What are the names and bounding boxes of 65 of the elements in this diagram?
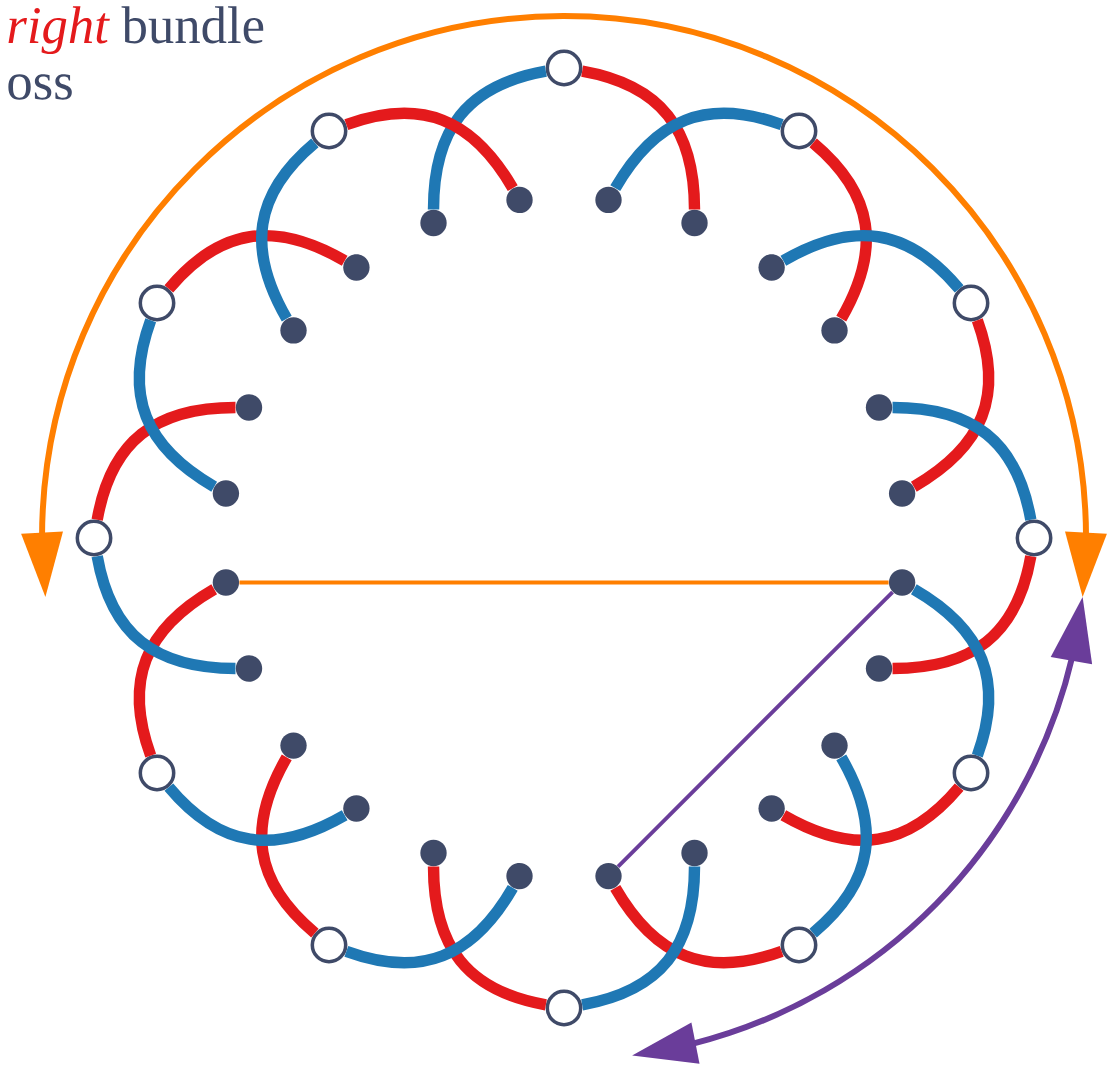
curved-strand <box>892 554 1037 675</box>
filled-dot <box>420 209 447 237</box>
open-circle <box>952 754 990 792</box>
heading-word: right <box>8 6 110 55</box>
curved-strand <box>256 138 319 322</box>
filled-dot <box>681 209 708 237</box>
curved-strand <box>344 884 518 969</box>
filled-dot <box>343 254 370 281</box>
open-circle <box>1015 519 1053 557</box>
filled-dot <box>821 317 848 344</box>
curved-strand <box>780 783 964 846</box>
curved-strand <box>910 318 995 492</box>
filled-dot <box>865 655 893 682</box>
curved-strand <box>809 138 872 322</box>
filled-dot <box>212 480 240 507</box>
filled-dot <box>212 569 240 596</box>
open-circle <box>75 519 113 557</box>
open-circle <box>780 112 818 150</box>
filled-dot <box>235 394 263 421</box>
heading-word: bundle <box>121 6 264 44</box>
curved-strand <box>91 554 236 675</box>
filled-dot <box>280 317 307 344</box>
filled-dot <box>821 732 848 759</box>
connector-line <box>616 590 894 868</box>
filled-dot <box>280 732 307 759</box>
open-circle <box>310 926 348 964</box>
filled-dot <box>865 394 893 421</box>
curved-strand <box>164 230 348 293</box>
open-circle <box>952 284 990 322</box>
open-circle <box>545 49 583 87</box>
filled-dot <box>758 254 785 281</box>
curved-strand <box>610 107 784 192</box>
filled-dot <box>681 839 708 867</box>
curved-strand <box>910 584 995 758</box>
curved-strand <box>133 318 218 492</box>
filled-dot <box>420 839 447 867</box>
filled-dot <box>343 795 370 822</box>
open-circle <box>138 284 176 322</box>
text-fragment: oss <box>8 74 72 100</box>
open-circle <box>545 989 583 1027</box>
curved-strand <box>610 884 784 969</box>
open-circle <box>780 926 818 964</box>
filled-dot <box>595 186 622 214</box>
curved-strand <box>427 65 548 210</box>
curved-strand <box>133 584 218 758</box>
filled-dot <box>758 795 785 822</box>
curved-strand <box>427 866 548 1011</box>
curved-strand <box>580 65 701 210</box>
curved-strand <box>892 401 1037 522</box>
curved-strand <box>344 107 518 192</box>
filled-dot <box>506 186 533 214</box>
curved-strand <box>580 866 701 1011</box>
curved-strand <box>91 401 236 522</box>
filled-dot <box>235 655 263 682</box>
filled-dot <box>888 480 916 507</box>
filled-dot <box>506 862 533 890</box>
curved-strand <box>256 754 319 938</box>
filled-dot <box>595 862 622 890</box>
open-circle <box>138 754 176 792</box>
filled-dot <box>888 569 916 596</box>
curved-strand <box>164 783 348 846</box>
open-circle <box>310 112 348 150</box>
curved-strand <box>780 230 964 293</box>
curved-strand <box>809 754 872 938</box>
connector-line <box>239 580 889 585</box>
